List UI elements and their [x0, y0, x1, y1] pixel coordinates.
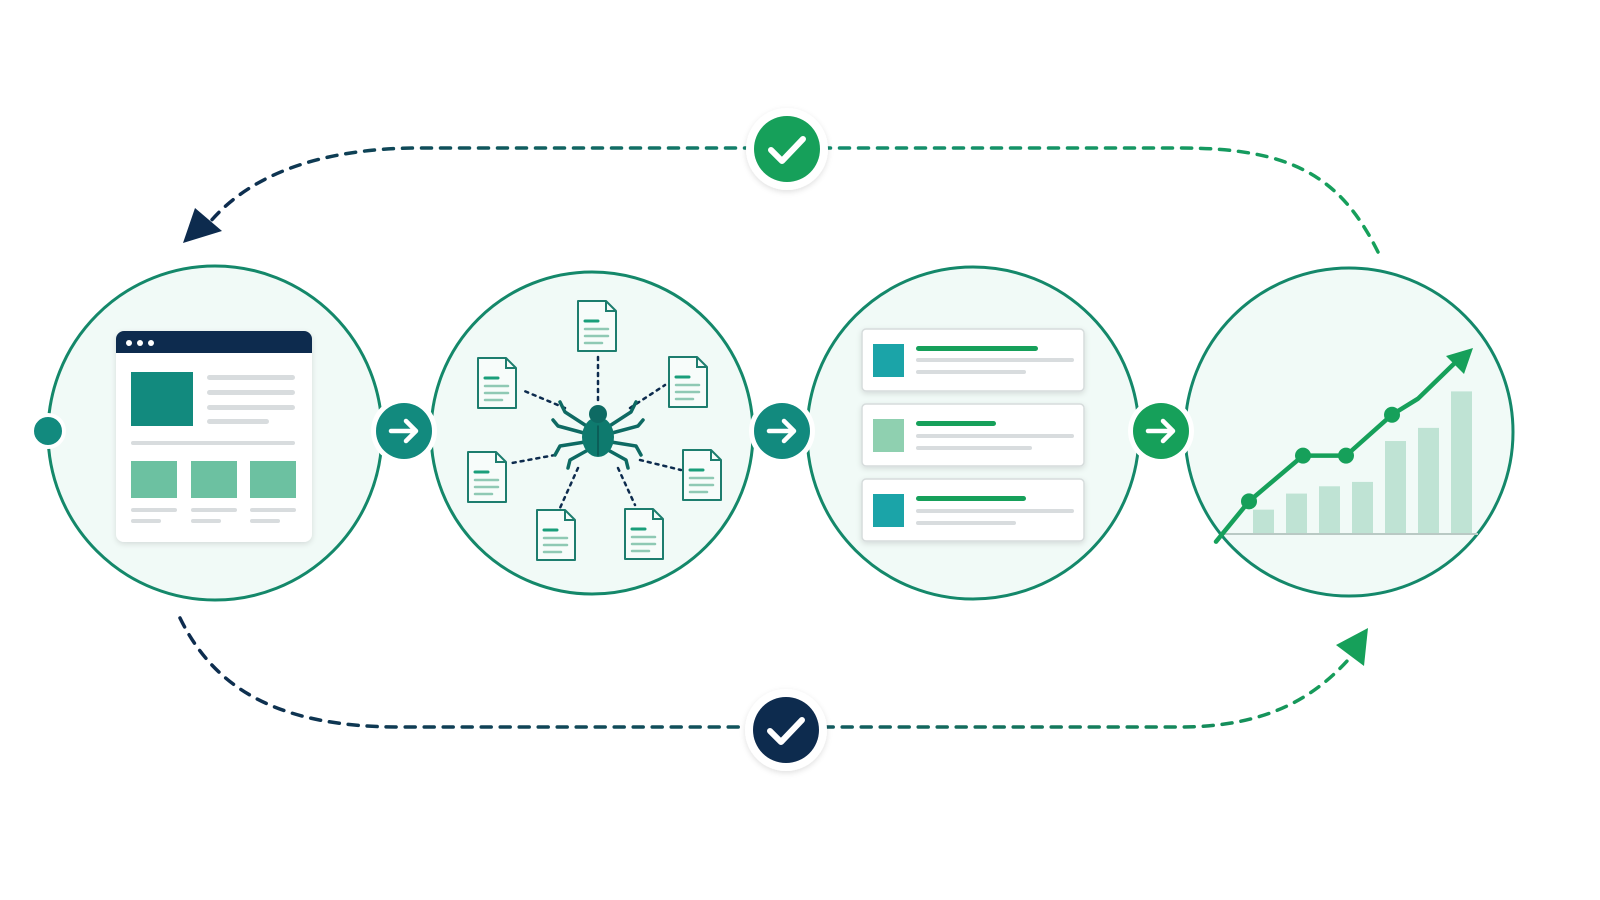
trend-point — [1384, 406, 1400, 423]
stage-growth-chart — [1183, 266, 1515, 598]
document-icon — [535, 508, 577, 562]
growth-bar — [1352, 481, 1373, 533]
trend-point — [1241, 493, 1257, 510]
trend-arrowhead-icon — [1446, 348, 1473, 374]
document-icon — [576, 299, 618, 353]
document-icon — [466, 450, 508, 504]
result-card — [861, 403, 1085, 467]
growth-bar — [1319, 486, 1340, 533]
loop-arrowhead-icon — [183, 208, 222, 243]
result-card — [861, 478, 1085, 542]
result-card — [861, 328, 1085, 392]
arrow-right-icon — [388, 418, 419, 444]
stage-crawler-spider — [429, 270, 755, 596]
document-icon — [476, 356, 518, 410]
growth-bar — [1451, 391, 1472, 533]
loop-arrowhead-icon — [1336, 628, 1368, 666]
growth-bars — [1253, 391, 1472, 533]
growth-bar — [1253, 509, 1274, 533]
growth-bar — [1418, 427, 1439, 533]
arrow-2-to-3 — [749, 398, 815, 464]
growth-bar — [1385, 441, 1406, 533]
spider-icon — [551, 400, 645, 470]
bottom-feedback-loop — [178, 616, 1368, 771]
trend-point — [1295, 447, 1311, 464]
start-dot — [30, 413, 66, 449]
arrow-1-to-2 — [371, 398, 437, 464]
top-feedback-loop — [183, 108, 1380, 254]
check-icon — [767, 717, 805, 745]
arrow-3-to-4 — [1128, 398, 1194, 464]
bottom-check-badge — [745, 689, 827, 771]
check-icon — [768, 136, 806, 164]
browser-window-icon — [116, 331, 312, 542]
document-icon — [667, 355, 709, 409]
top-check-badge — [746, 108, 828, 190]
growth-line — [1213, 348, 1473, 544]
growth-bar — [1286, 493, 1307, 533]
stage-indexed-results — [805, 265, 1141, 601]
document-icon — [623, 507, 665, 561]
arrow-right-icon — [766, 418, 797, 444]
arrow-right-icon — [1145, 418, 1176, 444]
stage-website-page — [30, 264, 384, 602]
trend-point — [1338, 447, 1354, 464]
document-icon — [681, 448, 723, 502]
